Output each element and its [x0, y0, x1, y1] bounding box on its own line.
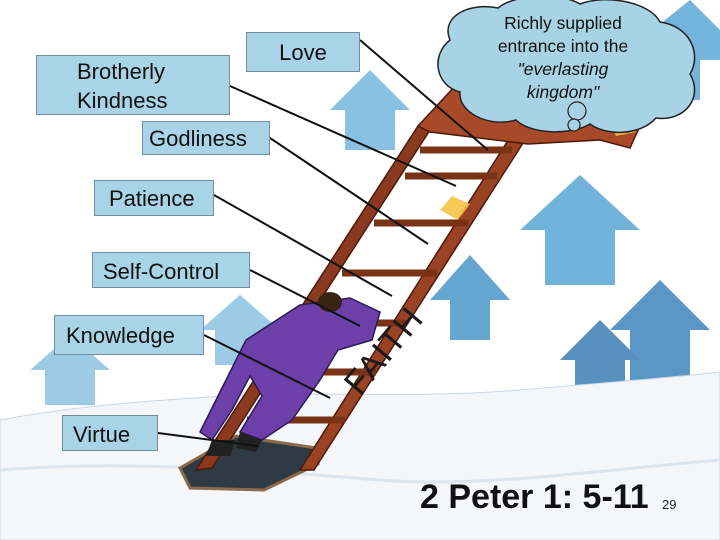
leader-line [157, 432, 259, 447]
thought-cloud [437, 0, 696, 134]
slide-number: 29 [662, 497, 677, 512]
climber-boot [236, 432, 262, 452]
label-godliness: Godliness [142, 121, 270, 155]
climber-boot [206, 440, 236, 456]
sky-arrow [330, 70, 410, 150]
cloud-line: kingdom" [526, 82, 600, 102]
ladder-glow [440, 196, 470, 220]
climber-figure [199, 292, 381, 456]
snow-ground [0, 371, 720, 540]
snow-ridge [0, 458, 720, 484]
cloud-line: "everlasting [517, 59, 609, 79]
cloud-line: entrance into the [497, 36, 629, 56]
leader-line [269, 137, 429, 245]
cloud-tail-bubble [567, 118, 581, 132]
cloud-line: Richly supplied [504, 13, 622, 33]
label-virtue: Virtue [62, 415, 158, 451]
leader-lines [157, 39, 489, 447]
scripture-reference: 2 Peter 1: 5-11 [420, 478, 649, 516]
sky-arrow [430, 255, 510, 340]
label-love: Love [246, 32, 360, 72]
cloud-bubble [437, 0, 696, 134]
leader-line [359, 39, 489, 151]
leader-line [229, 85, 457, 187]
cloud-tail-bubble [567, 101, 587, 121]
climber-head [318, 292, 342, 312]
label-knowledge: Knowledge [54, 315, 204, 355]
label-patience: Patience [94, 180, 214, 216]
label-brotherly-kindness: Brotherly Kindness [36, 55, 230, 115]
leader-line [203, 334, 331, 399]
sky-arrow [560, 320, 640, 400]
leader-line [213, 194, 393, 297]
sky-arrow [520, 175, 640, 285]
cloud-text: Richly supplied entrance into the "everl… [478, 12, 648, 104]
leader-line [249, 269, 361, 327]
label-self-control: Self-Control [92, 252, 250, 288]
